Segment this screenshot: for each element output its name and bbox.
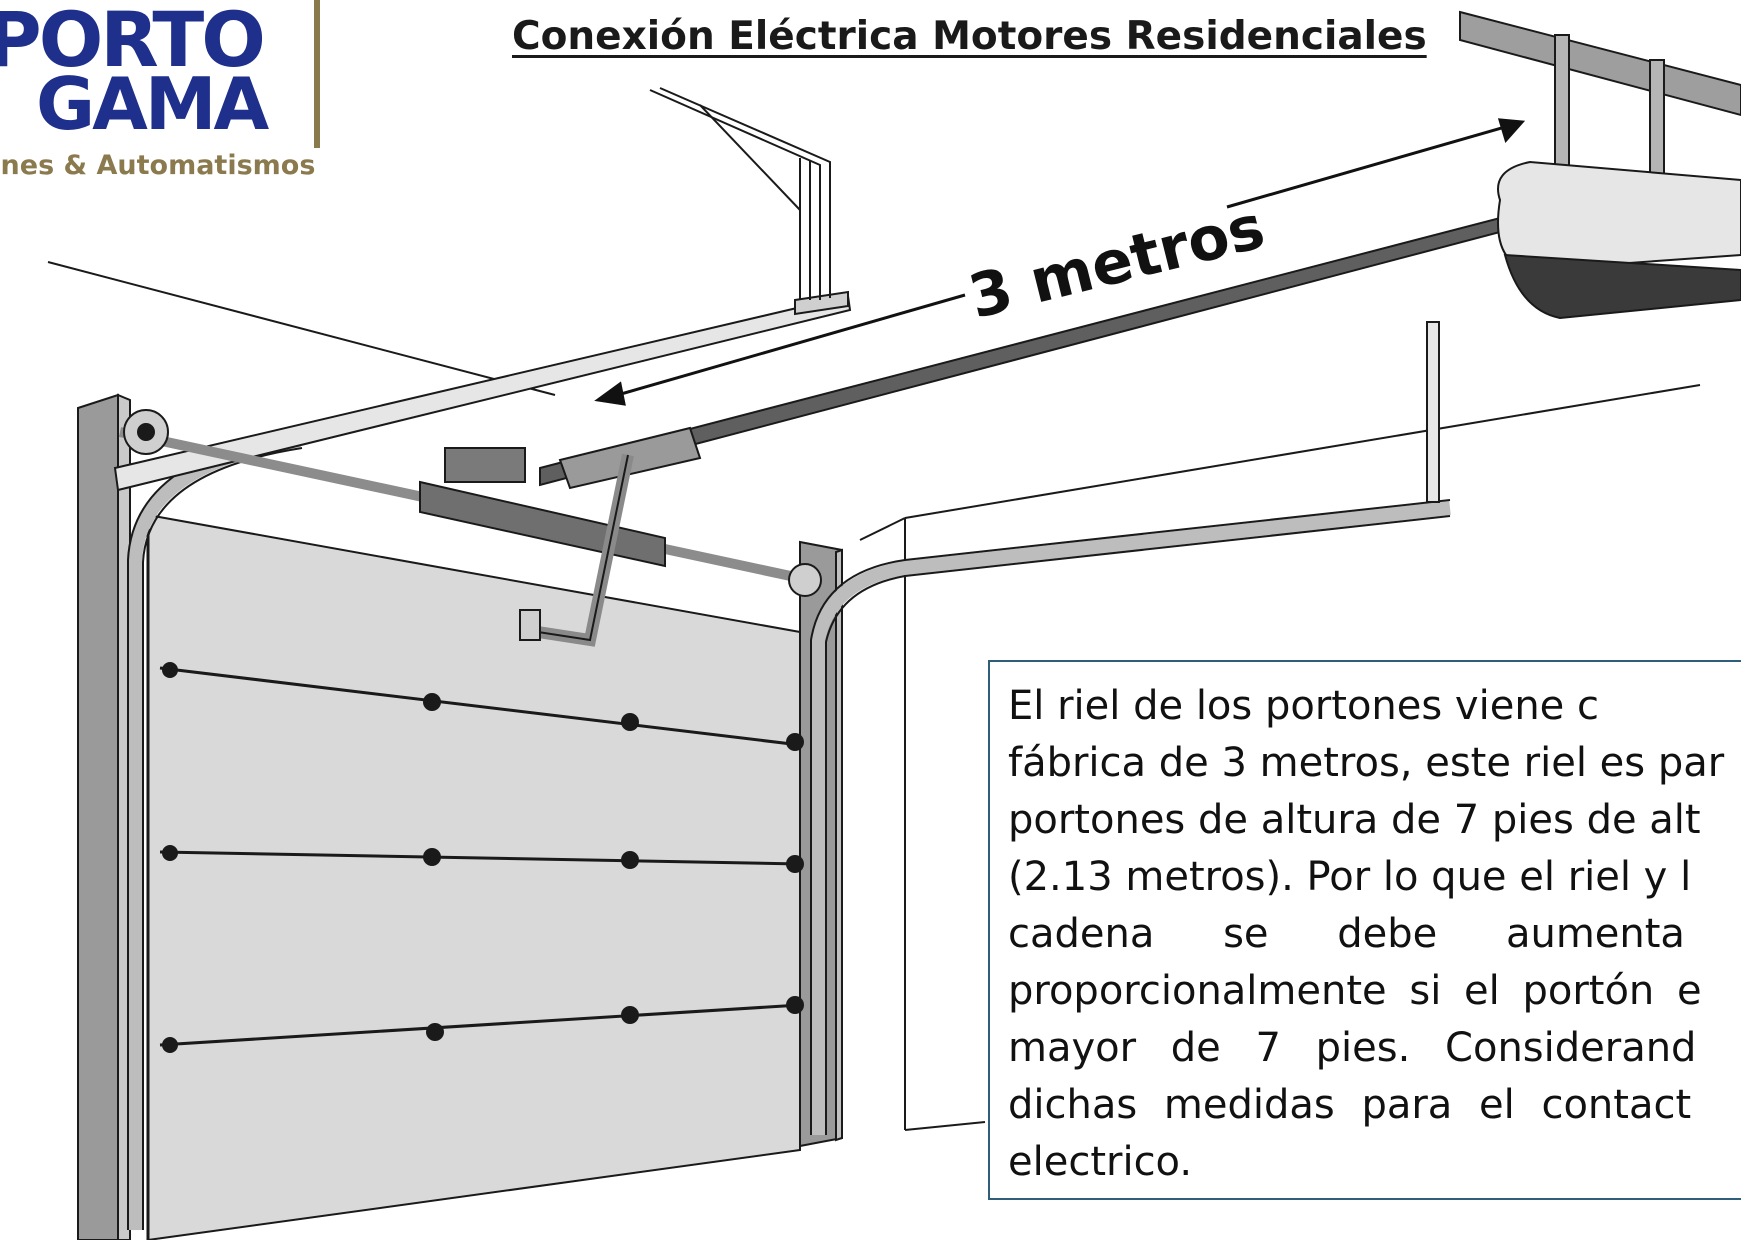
note-line: mayor de 7 pies. Considerand — [1008, 1025, 1697, 1071]
door-arm — [519, 453, 634, 647]
room-outline — [47, 261, 1701, 1131]
dimension-arrow — [594, 118, 1526, 406]
logo-divider — [314, 0, 320, 148]
page-title: Conexión Eléctrica Motores Residenciales — [512, 14, 1427, 59]
note-line: dichas medidas para el contact — [1008, 1082, 1692, 1128]
door-hinges — [162, 662, 804, 1053]
note-line: cadena se debe aumenta — [1008, 911, 1685, 957]
ceiling-hanger-right — [1426, 321, 1440, 503]
note-line: portones de altura de 7 pies de alt — [1008, 797, 1701, 843]
logo-tagline: ones & Automatismos — [0, 150, 316, 181]
note-line: electrico. — [1008, 1139, 1193, 1185]
note-line: proporcionalmente si el portón e — [1008, 968, 1702, 1014]
garage-opener-motor — [1497, 160, 1741, 320]
garage-door-panel — [146, 513, 801, 1240]
ceiling-mount-rail — [1459, 10, 1741, 191]
note-line: fábrica de 3 metros, este riel es par — [1008, 740, 1725, 786]
logo-word-porto: PORTO — [0, 0, 266, 84]
logo-word-gama: GAMA — [36, 62, 269, 146]
note-line: El riel de los portones viene c — [1008, 683, 1599, 729]
info-note-box: El riel de los portones viene c fábrica … — [988, 660, 1741, 1200]
ceiling-hanger-left — [649, 87, 831, 300]
note-line: (2.13 metros). Por lo que el riel y l — [1008, 854, 1692, 900]
